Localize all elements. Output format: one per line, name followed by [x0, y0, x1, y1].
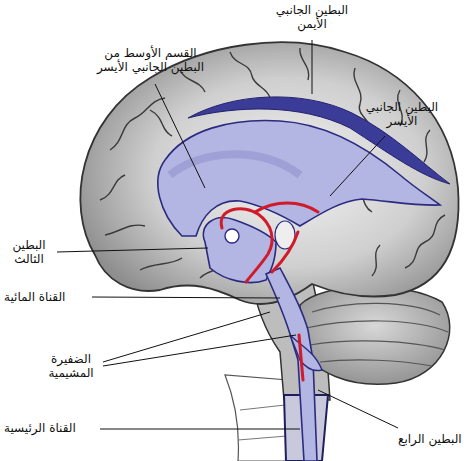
- part-label: القناة الرئيسية: [4, 421, 76, 435]
- choroid-plexus: [221, 203, 318, 380]
- cerebrum: [80, 42, 458, 304]
- fourth-ventricle: [290, 335, 322, 371]
- part-label: البطين الجانبي الأيسر: [352, 100, 452, 129]
- third-ventricle: [203, 218, 276, 283]
- leader-line: [57, 40, 398, 429]
- part-label: القناة المائية: [4, 290, 65, 304]
- part-label: القسم الأوسط من البطين الجانبي الأيسر: [88, 46, 213, 75]
- cerebellum-fold: [306, 303, 448, 366]
- part-label: البطين الرابع: [398, 432, 462, 446]
- foramen: [225, 229, 239, 243]
- neck-outline: [225, 375, 290, 461]
- part-label: البطين الثالث: [4, 238, 54, 267]
- part-label: الضفيرة المشيمية: [40, 352, 102, 381]
- ventricle-shading: [170, 154, 300, 175]
- vertebra-line: [238, 405, 287, 440]
- part-label: البطين الجانبي الأيمن: [262, 3, 362, 32]
